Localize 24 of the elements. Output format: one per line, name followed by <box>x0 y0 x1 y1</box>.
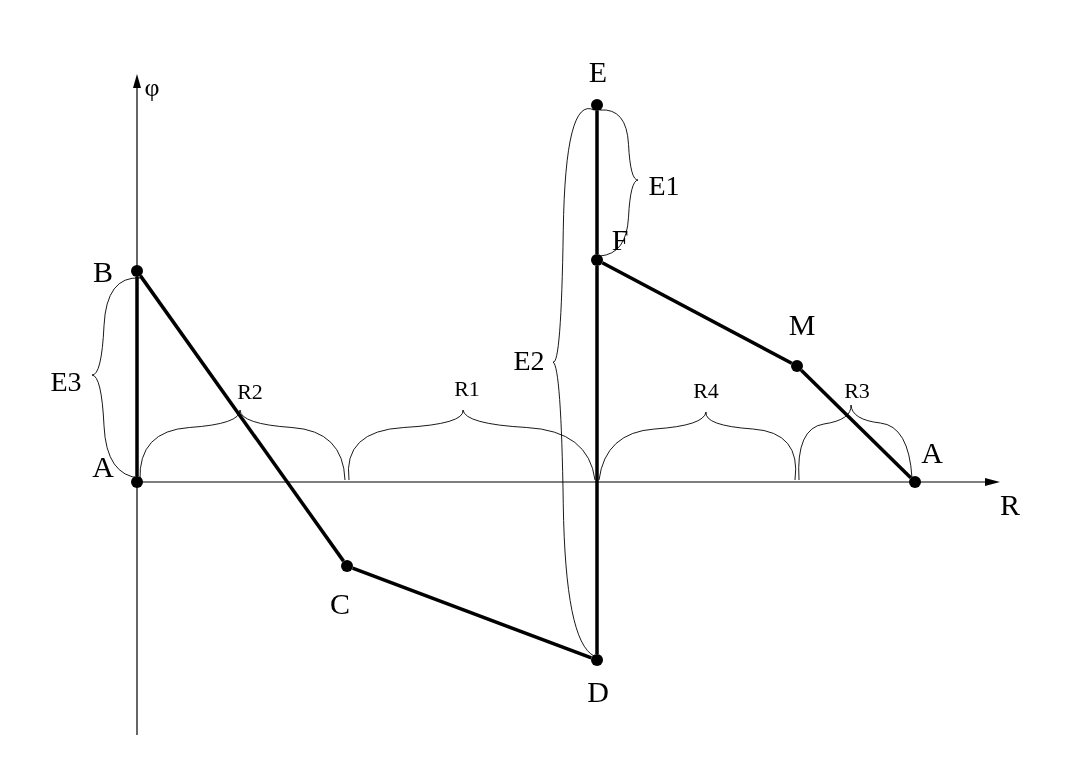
profile-segment <box>595 111 599 254</box>
profile-segment <box>139 274 345 563</box>
profile-segment <box>800 368 912 480</box>
dimension-label: R4 <box>693 380 719 402</box>
point-label: C <box>330 589 350 619</box>
profile-segment <box>601 261 793 365</box>
dimension-label: E3 <box>50 368 82 396</box>
profile-segment <box>352 566 592 660</box>
axis-label: R <box>1000 490 1020 520</box>
point-label: A <box>92 452 114 482</box>
dimension-label: R3 <box>844 380 870 402</box>
profile-segment <box>135 277 139 476</box>
dimension-label: E2 <box>513 347 545 375</box>
point-label: D <box>587 677 609 707</box>
point-label: A <box>921 438 943 468</box>
profile-segment <box>595 266 599 654</box>
dimension-label: R1 <box>454 378 480 400</box>
dimension-label: E1 <box>648 172 680 200</box>
point-label: E <box>588 57 608 87</box>
dimension-label: R2 <box>237 381 263 403</box>
point-label: F <box>611 225 629 255</box>
axis-label: φ <box>144 75 160 101</box>
point-label: M <box>788 310 816 340</box>
point-label: B <box>93 257 113 287</box>
